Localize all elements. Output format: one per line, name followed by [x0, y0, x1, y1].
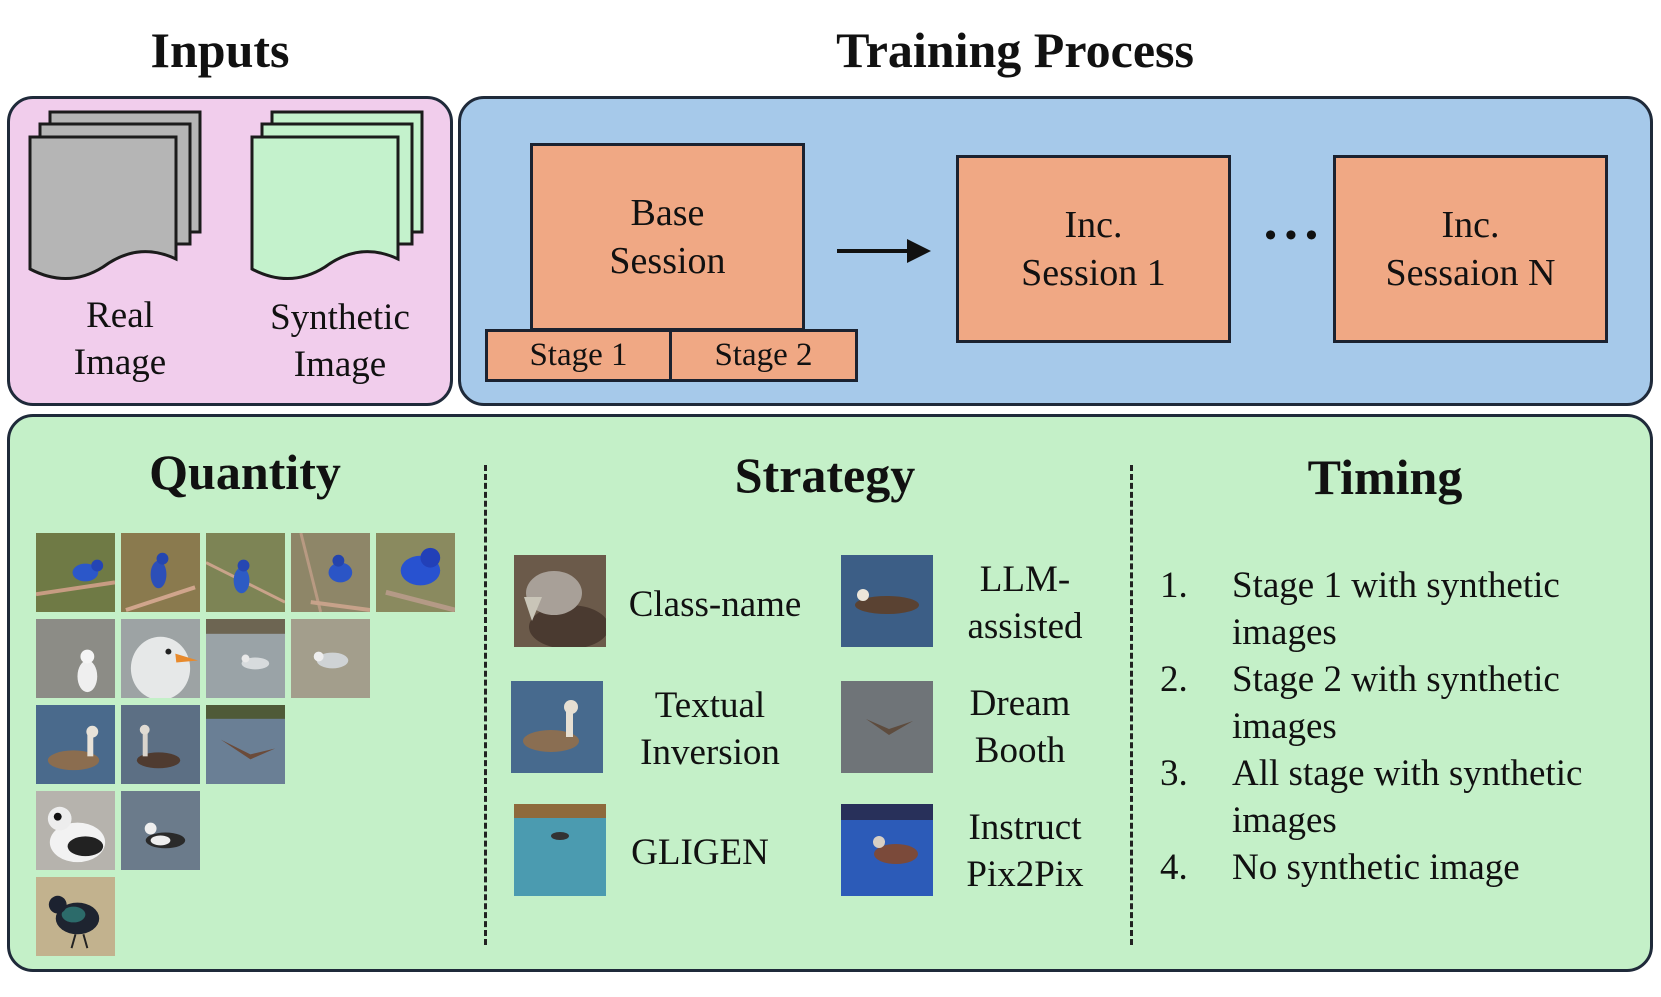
inc-session-1-box: Inc.Session 1: [956, 155, 1231, 343]
llm-assisted-label: LLM-assisted: [967, 559, 1083, 647]
divider-right: [1130, 465, 1133, 945]
instruct-pix2pix-thumbnail: [841, 804, 933, 896]
bird-thumbnail: [36, 533, 115, 612]
bird-thumbnail: [376, 533, 455, 612]
divider-left: [484, 465, 487, 945]
inputs-title: Inputs: [150, 22, 290, 78]
quantity-title: Quantity: [149, 444, 341, 500]
bird-thumbnail: [206, 619, 285, 698]
textual-inversion-thumbnail: [511, 681, 603, 773]
timing-title: Timing: [1307, 449, 1463, 505]
bird-thumbnail: [291, 533, 370, 612]
class-name-label: Class-name: [628, 584, 802, 625]
dream-booth-thumbnail: [841, 681, 933, 773]
bird-thumbnail: [206, 533, 285, 612]
inc-session-n-box: Inc.Sessaion N: [1333, 155, 1608, 343]
bird-thumbnail: [121, 791, 200, 870]
bird-thumbnail: [206, 705, 285, 784]
stage-2-box: Stage 2: [669, 329, 858, 382]
bird-thumbnail: [291, 619, 370, 698]
stage-1-box: Stage 1: [485, 329, 672, 382]
arrow-right-icon: [837, 239, 931, 263]
gligen-thumbnail: [514, 804, 606, 896]
bird-thumbnail: [121, 533, 200, 612]
strategy-title: Strategy: [734, 447, 916, 503]
bird-thumbnail: [121, 705, 200, 784]
bird-thumbnail: [36, 877, 115, 956]
class-name-thumbnail: [514, 555, 606, 647]
synthetic-image-stack-icon: [250, 110, 424, 280]
bird-thumbnail: [36, 619, 115, 698]
real-image-stack-icon: [28, 110, 202, 280]
llm-assisted-thumbnail: [841, 555, 933, 647]
ellipsis-icon: • • •: [1264, 217, 1318, 254]
timing-item: 4. No synthetic image: [1160, 847, 1520, 888]
bird-thumbnail: [36, 705, 115, 784]
training-process-title: Training Process: [836, 22, 1194, 78]
gligen-label: GLIGEN: [631, 832, 769, 873]
bird-thumbnail: [36, 791, 115, 870]
bird-thumbnail: [121, 619, 200, 698]
